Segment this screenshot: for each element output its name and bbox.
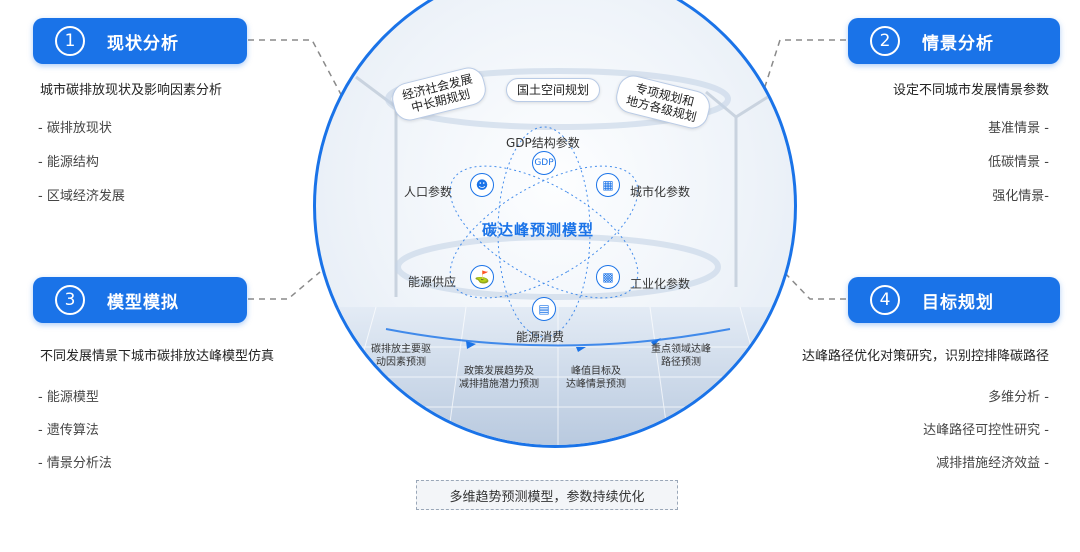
panel-3-item: - 情景分析法 [38, 456, 112, 471]
bottom-note-text: 多维趋势预测模型，参数持续优化 [449, 489, 645, 505]
panel-4-item: 多维分析 - [988, 390, 1049, 405]
population-label: 人口参数 [404, 185, 453, 199]
stage-pathways: 重点领域达峰 路径预测 [651, 344, 711, 368]
core-model-title: 碳达峰预测模型 [482, 221, 595, 239]
panel-3-item: - 能源模型 [38, 390, 99, 405]
people-icon: ☻ [470, 173, 494, 197]
stage-policy: 政策发展趋势及 减排措施潜力预测 [459, 366, 539, 390]
panel-2-item: 基准情景 - [988, 121, 1049, 136]
stage-drivers: 碳排放主要驱 动因素预测 [371, 344, 431, 368]
stage-peak: 峰值目标及 达峰情景预测 [566, 366, 626, 390]
step-title: 模型模拟 [107, 292, 179, 313]
urbanization-label: 城市化参数 [630, 185, 691, 199]
panel-1-item: - 能源结构 [38, 155, 99, 170]
solar-panels-background [316, 68, 794, 445]
panel-4-item: 减排措施经济效益 - [936, 456, 1049, 471]
building-icon: ▦ [596, 173, 620, 197]
panel-1-heading: 城市碳排放现状及影响因素分析 [40, 83, 223, 98]
step-title: 目标规划 [922, 292, 994, 313]
panel-3-heading: 不同发展情景下城市碳排放达峰模型仿真 [40, 349, 275, 364]
gdp-icon: GDP [532, 151, 556, 175]
bottom-note: 多维趋势预测模型，参数持续优化 [416, 480, 678, 510]
step-4-button[interactable]: 4 目标规划 [848, 277, 1060, 323]
step-number: 2 [870, 26, 900, 56]
step-number: 1 [55, 26, 85, 56]
tag-spatial-plan: 国土空间规划 [506, 78, 601, 102]
step-1-button[interactable]: 1 现状分析 [33, 18, 247, 64]
panel-2-heading: 设定不同城市发展情景参数 [892, 83, 1049, 98]
step-2-button[interactable]: 2 情景分析 [848, 18, 1060, 64]
step-title: 情景分析 [922, 33, 994, 54]
step-3-button[interactable]: 3 模型模拟 [33, 277, 247, 323]
panel-4-item: 达峰路径可控性研究 - [923, 423, 1049, 438]
step-number: 4 [870, 285, 900, 315]
gdp-label: GDP结构参数 [506, 136, 580, 150]
panel-1-item: - 碳排放现状 [38, 121, 112, 136]
oil-pump-icon: ⛳ [470, 265, 494, 289]
panel-1-item: - 区域经济发展 [38, 189, 125, 204]
step-number: 3 [55, 285, 85, 315]
model-circle: 经济社会发展 中长期规划 国土空间规划 专项规划和 地方各级规划 GDP结构参数… [313, 0, 797, 448]
panel-2-item: 强化情景- [992, 189, 1049, 204]
industry-label: 工业化参数 [630, 277, 691, 291]
panel-4-heading: 达峰路径优化对策研究，识别控排降碳路径 [801, 349, 1049, 364]
car-icon: ▤ [532, 297, 556, 321]
gdp-icon-text: GDP [534, 158, 554, 168]
panel-3-item: - 遗传算法 [38, 423, 99, 438]
step-title: 现状分析 [107, 33, 179, 54]
energy-consumption-label: 能源消费 [516, 330, 565, 344]
panel-2-item: 低碳情景 - [988, 155, 1049, 170]
factory-icon: ▩ [596, 265, 620, 289]
energy-supply-label: 能源供应 [408, 275, 457, 289]
